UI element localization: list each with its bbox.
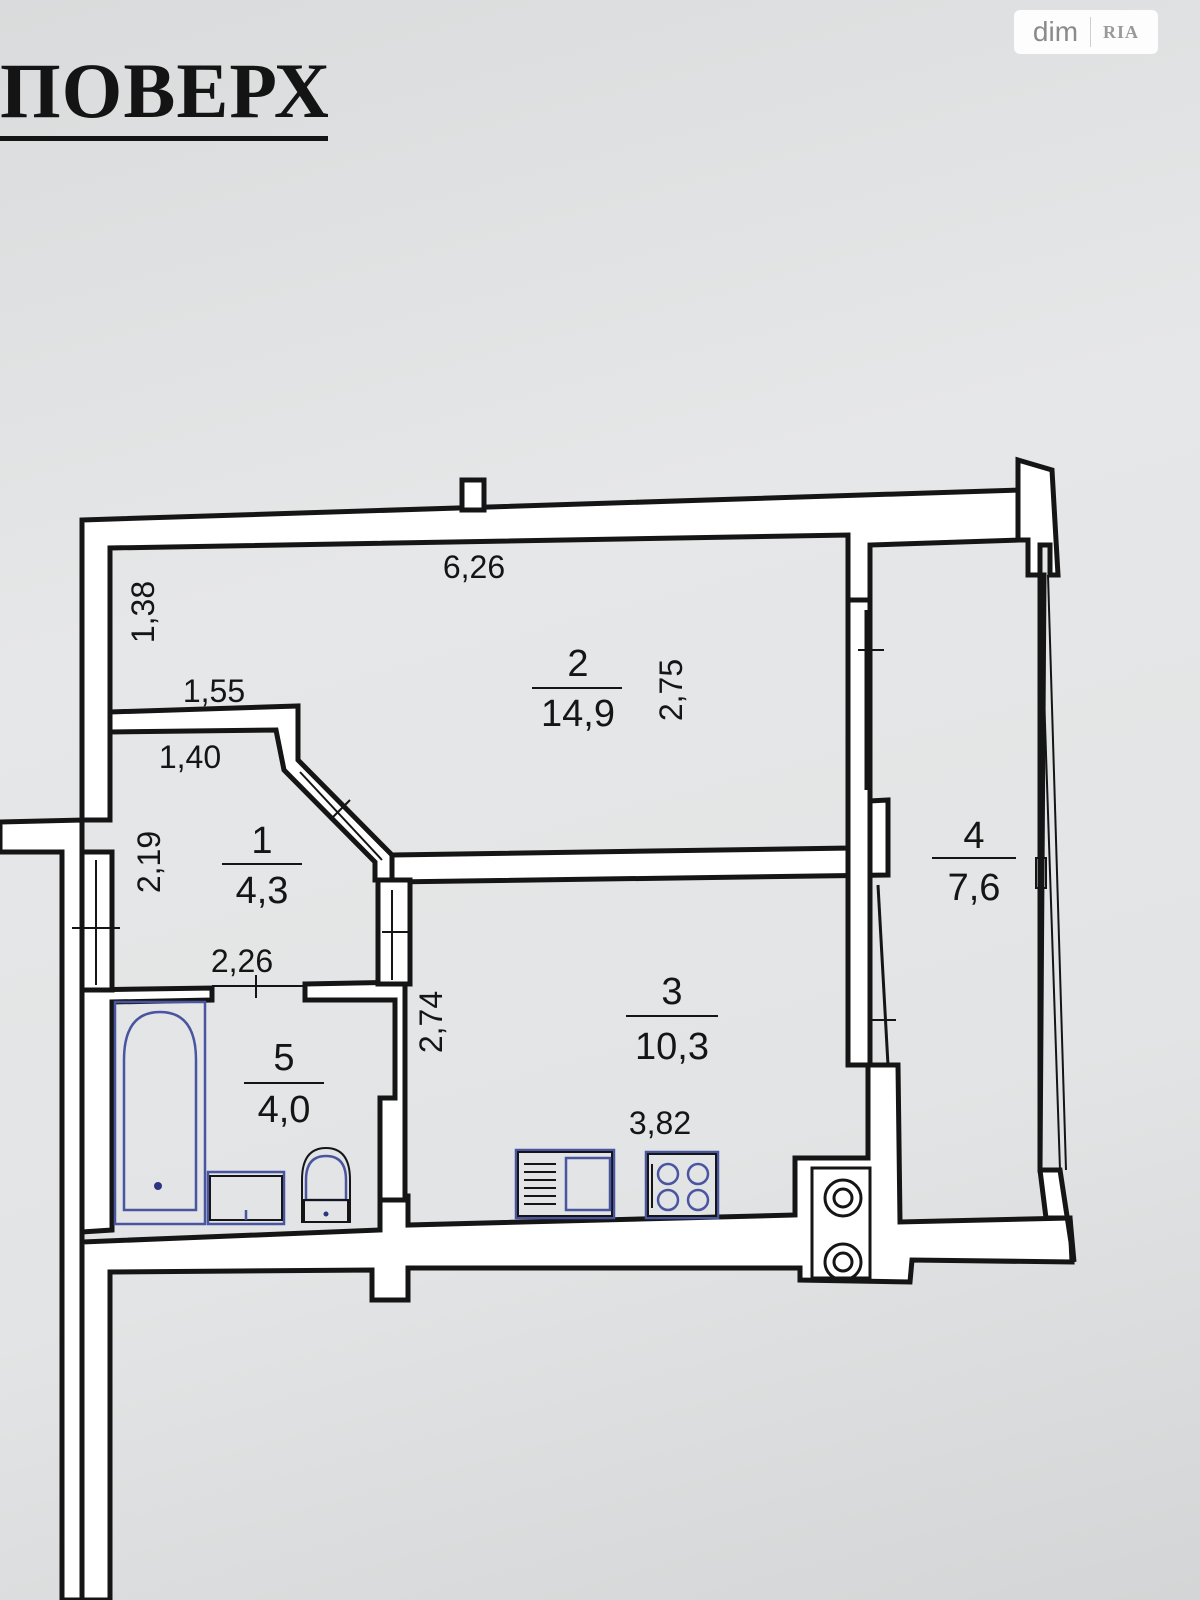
dimension-kitchen-depth: 2,74 [413,991,449,1053]
room-label-5: 5 4,0 [244,1037,324,1131]
dimension-niche-depth: 1,38 [125,581,161,643]
dimension-kitchen-width: 3,82 [629,1105,691,1141]
ventilation-shaft-icon [810,1166,872,1282]
bathroom-fixtures [113,1000,351,1226]
room-area-4: 7,6 [948,867,1001,909]
room-label-2: 2 14,9 [532,643,622,735]
watermark-divider [1090,17,1092,47]
wall-left-stub [0,817,85,1600]
kitchen-fixtures [514,1148,872,1282]
floor-heading: ПОВЕРХ [0,52,328,141]
bathtub-icon [113,1000,207,1226]
room-label-4: 4 7,6 [932,815,1016,909]
balcony-glazing [1035,574,1067,1171]
room-area-5: 4,0 [258,1089,311,1131]
room-number-1: 1 [251,820,272,862]
room-label-3: 3 10,3 [626,971,718,1068]
kitchen-sink-icon [514,1148,616,1220]
room-area-1: 4,3 [236,870,289,912]
wall-niche [107,703,395,883]
room-number-2: 2 [567,643,588,685]
sink-icon [206,1170,286,1226]
wall-partition-middle [389,797,891,885]
room-label-1: 1 4,3 [222,820,302,912]
dimension-room2-depth: 2,75 [653,659,689,721]
wall-kitchen-pier [79,1062,1075,1600]
room-number-5: 5 [273,1037,294,1079]
room-number-3: 3 [661,971,682,1013]
room-area-2: 14,9 [541,693,615,735]
wall-balcony-outer [1015,456,1077,1263]
opening-markers [72,610,896,1066]
wall-top [79,487,1023,823]
wall-bathroom-right [302,979,408,1203]
dimension-niche-width: 1,55 [183,673,245,709]
room-area-3: 10,3 [635,1026,709,1068]
toilet-icon [301,1146,351,1223]
stove-icon [644,1150,720,1220]
wall-bathroom [79,985,215,1235]
watermark-text: dim [1032,16,1079,47]
ria-logo-icon: RIA [1103,21,1140,42]
dimension-room1-depth: 2,19 [131,831,167,893]
wall-vent-notch [459,477,487,513]
dimension-room1-width: 1,40 [159,739,221,775]
walls [0,456,1077,1600]
dimension-room2-width: 6,26 [443,549,505,585]
dimension-bath-width: 2,26 [211,943,273,979]
dim-ria-watermark: dim RIA [1014,10,1158,54]
room-number-4: 4 [963,815,984,857]
